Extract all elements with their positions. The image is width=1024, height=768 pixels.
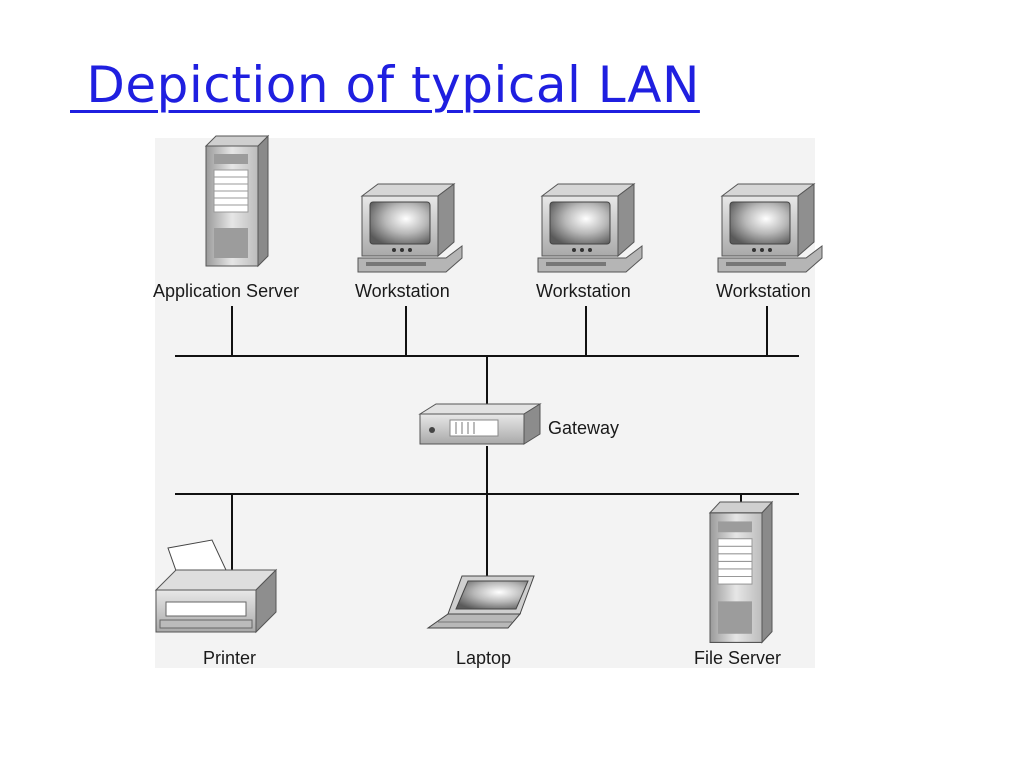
workstation-3-label: Workstation [716,281,811,301]
server-tower-icon [205,135,269,267]
crt-workstation-icon [717,183,823,273]
application-server-label: Application Server [153,281,300,301]
gateway-label: Gateway [548,418,620,438]
crt-workstation-icon [537,183,643,273]
laptop-icon [426,575,535,629]
laptop-label: Laptop [456,648,512,668]
printer-label: Printer [203,648,257,668]
workstation-1-label: Workstation [355,281,450,301]
printer-icon [154,539,278,634]
workstation-2-label: Workstation [536,281,631,301]
slide-title: Depiction of typical LAN [70,56,700,114]
crt-workstation-icon [357,183,463,273]
server-tower-icon [709,501,773,643]
file-server-label: File Server [694,648,782,668]
gateway-router-icon [418,403,542,445]
